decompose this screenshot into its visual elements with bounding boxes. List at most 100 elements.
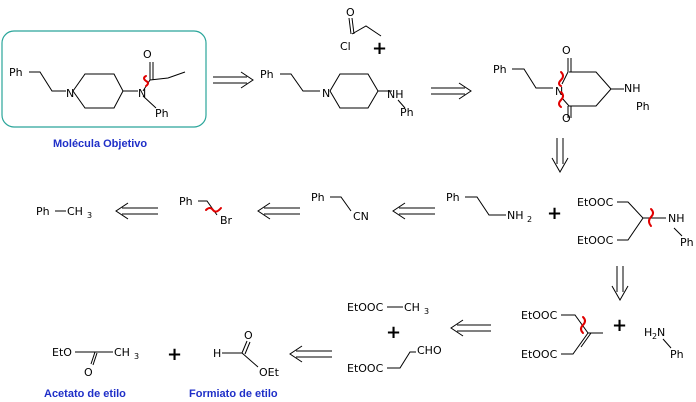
- unsat-bonds: [561, 314, 603, 355]
- imide-disconnection-bottom: [558, 91, 564, 108]
- retro-arrow-2: [431, 82, 472, 100]
- benzyl-disconnection-mark: [205, 207, 222, 213]
- ethyl-formate-h-label: H: [213, 347, 221, 360]
- diester-bonds: [617, 201, 683, 241]
- pair-plus: +: [386, 322, 401, 343]
- nitrile-bonds: [330, 196, 352, 212]
- unsat-etooc-top: EtOOC: [521, 309, 558, 322]
- benzyl-br-label: Br: [220, 214, 233, 227]
- benzyl-ph-label: Ph: [179, 195, 193, 208]
- ethyl-acetate-bonds: [75, 351, 113, 366]
- phenethylamine: Ph NH 2: [446, 191, 532, 224]
- ethyl-acetate-caption: Acetato de etilo: [44, 388, 126, 400]
- retro-arrow-7: [611, 266, 629, 302]
- amine-precursor: Ph N NH Ph: [260, 68, 414, 119]
- pair-cho-label: CHO: [417, 344, 442, 357]
- benzyl-bromide: Ph Br: [179, 195, 233, 227]
- imide-bonds: [512, 58, 624, 118]
- toluene: Ph CH 3: [36, 205, 92, 220]
- diester-disconnection-mark: [648, 208, 654, 227]
- diester-etooc-top: EtOOC: [577, 196, 614, 209]
- target-n-amide: N: [138, 87, 146, 100]
- target-molecule-box: [1, 30, 207, 128]
- toluene-ch-label: CH: [67, 205, 83, 218]
- retro-arrow-4: [115, 202, 158, 220]
- phenethylamine-nh-label: NH: [507, 209, 524, 222]
- toluene-ch-sub: 3: [87, 211, 92, 220]
- ethyl-acetate-ch-label: CH: [114, 346, 130, 359]
- imide-ph-label: Ph: [493, 63, 507, 76]
- phenylacetonitrile: Ph CN: [311, 191, 369, 223]
- target-bonds: [29, 62, 186, 109]
- aniline-ph-label: Ph: [670, 348, 684, 361]
- retro-arrow-9: [450, 319, 491, 337]
- imide-o-top: O: [562, 44, 571, 57]
- ethyl-acetate: EtO O CH 3 Acetato de etilo: [44, 346, 139, 400]
- aniline: H 2 N Ph: [644, 326, 684, 361]
- amine-ph-nh: Ph: [400, 106, 414, 119]
- target-caption: Molécula Objetivo: [53, 138, 147, 150]
- unsat-disconnection-mark: [580, 316, 586, 334]
- nitrile-ph-label: Ph: [311, 191, 325, 204]
- ethyl-formate: O H OEt Formiato de etilo: [189, 329, 280, 400]
- row3-plus-2: +: [612, 315, 627, 336]
- aniline-bond: [662, 338, 672, 349]
- amine-n-piperidine: N: [322, 87, 330, 100]
- pair-ch-sub: 3: [424, 307, 429, 316]
- ethyl-acetate-ch-sub: 3: [134, 352, 139, 361]
- pair-etooc-bottom: EtOOC: [347, 362, 384, 375]
- target-ph-label: Ph: [9, 66, 23, 79]
- pair-etooc-top: EtOOC: [347, 301, 384, 314]
- imide-n-label: N: [555, 85, 563, 98]
- ethyl-formate-bonds: [222, 340, 259, 368]
- retro-arrow-1: [213, 71, 254, 89]
- nitrile-cn-label: CN: [353, 210, 369, 223]
- propanoyl-chloride: O Cl +: [340, 6, 387, 59]
- diester-ph-label: Ph: [680, 236, 694, 249]
- unsat-etooc-bottom: EtOOC: [521, 348, 558, 361]
- ethyl-acetate-o-label: O: [84, 366, 93, 379]
- aniline-h-label: H: [644, 326, 652, 339]
- acyl-cl-label: Cl: [340, 40, 351, 53]
- amine-ph-label: Ph: [260, 68, 274, 81]
- retro-arrow-3: [551, 138, 569, 174]
- phenethylamine-bonds: [465, 196, 506, 216]
- amine-bonds: [280, 73, 406, 109]
- acyl-bonds: [348, 17, 382, 37]
- acyl-plus: +: [372, 38, 387, 59]
- aniline-n-label: N: [657, 326, 665, 339]
- aldehyde-ester-pair: EtOOC CH 3 + EtOOC CHO: [347, 301, 442, 375]
- ethyl-acetate-eto-label: EtO: [52, 346, 72, 359]
- diester-nh-label: NH: [668, 212, 685, 225]
- row3-plus-1: +: [167, 344, 182, 365]
- retro-arrow-8: [289, 345, 332, 363]
- amine-nh-label: NH: [387, 88, 404, 101]
- acyl-o-label: O: [346, 6, 355, 19]
- aniline-h-sub: 2: [652, 332, 657, 341]
- ethyl-formate-caption: Formiato de etilo: [189, 388, 278, 400]
- phenethylamine-ph-label: Ph: [446, 191, 460, 204]
- imide-o-bottom: O: [562, 112, 571, 125]
- target-disconnection-mark: [143, 75, 149, 87]
- ethyl-formate-oet-label: OEt: [259, 366, 280, 379]
- diester-amine: EtOOC EtOOC NH Ph: [577, 196, 694, 249]
- glutarimide-intermediate: Ph N O O NH Ph: [493, 44, 650, 125]
- ethyl-formate-o-label: O: [244, 329, 253, 342]
- imide-ph-nh: Ph: [636, 100, 650, 113]
- target-molecule: Ph N N O Ph: [1, 30, 207, 128]
- target-o-label: O: [143, 48, 152, 61]
- pair-ch-label: CH: [404, 301, 420, 314]
- retro-arrow-6: [392, 202, 435, 220]
- diester-etooc-bottom: EtOOC: [577, 234, 614, 247]
- unsaturated-diester: EtOOC EtOOC: [521, 309, 603, 361]
- pair-bottom-bonds: [387, 351, 416, 369]
- imide-nh-label: NH: [624, 82, 641, 95]
- target-n-piperidine: N: [66, 87, 74, 100]
- imide-disconnection-top: [558, 71, 564, 87]
- target-ph-amide: Ph: [155, 107, 169, 120]
- row2-plus: +: [547, 203, 562, 224]
- retro-arrow-5: [257, 202, 300, 220]
- toluene-ph-label: Ph: [36, 205, 50, 218]
- phenethylamine-nh-sub: 2: [527, 215, 532, 224]
